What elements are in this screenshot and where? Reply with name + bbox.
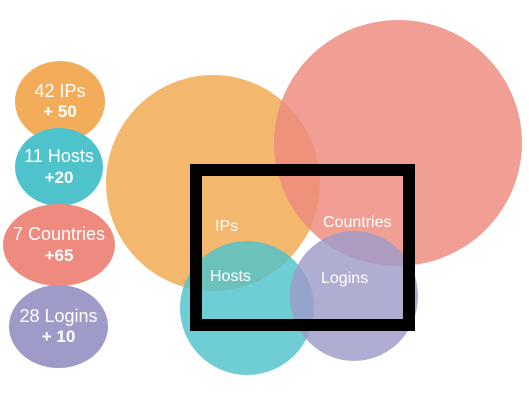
logins-summary-bubble: 28 Logins + 10 bbox=[9, 285, 108, 368]
countries-summary-bubble: 7 Countries +65 bbox=[3, 204, 115, 286]
logins-delta-label: + 10 bbox=[41, 327, 76, 347]
countries-delta-label: +65 bbox=[44, 245, 74, 265]
hosts-venn-label: Hosts bbox=[210, 268, 251, 285]
hosts-set-circle bbox=[180, 241, 314, 375]
hosts-count-label: 11 Hosts bbox=[24, 146, 94, 166]
ips-delta-label: + 50 bbox=[43, 102, 77, 122]
ips-count-label: 42 IPs bbox=[34, 80, 86, 101]
countries-count-label: 7 Countries bbox=[12, 224, 106, 244]
ips-venn-label: IPs bbox=[215, 218, 238, 235]
logins-set-circle bbox=[290, 231, 418, 361]
selection-frame[interactable] bbox=[190, 164, 415, 331]
logins-count-label: 28 Logins bbox=[19, 305, 98, 326]
countries-venn-label: Countries bbox=[323, 214, 391, 231]
logins-venn-label: Logins bbox=[321, 270, 368, 287]
hosts-delta-label: +20 bbox=[44, 167, 74, 187]
ips-set-circle bbox=[106, 75, 320, 291]
countries-set-circle bbox=[274, 19, 522, 267]
hosts-summary-bubble: 11 Hosts +20 bbox=[15, 128, 103, 206]
